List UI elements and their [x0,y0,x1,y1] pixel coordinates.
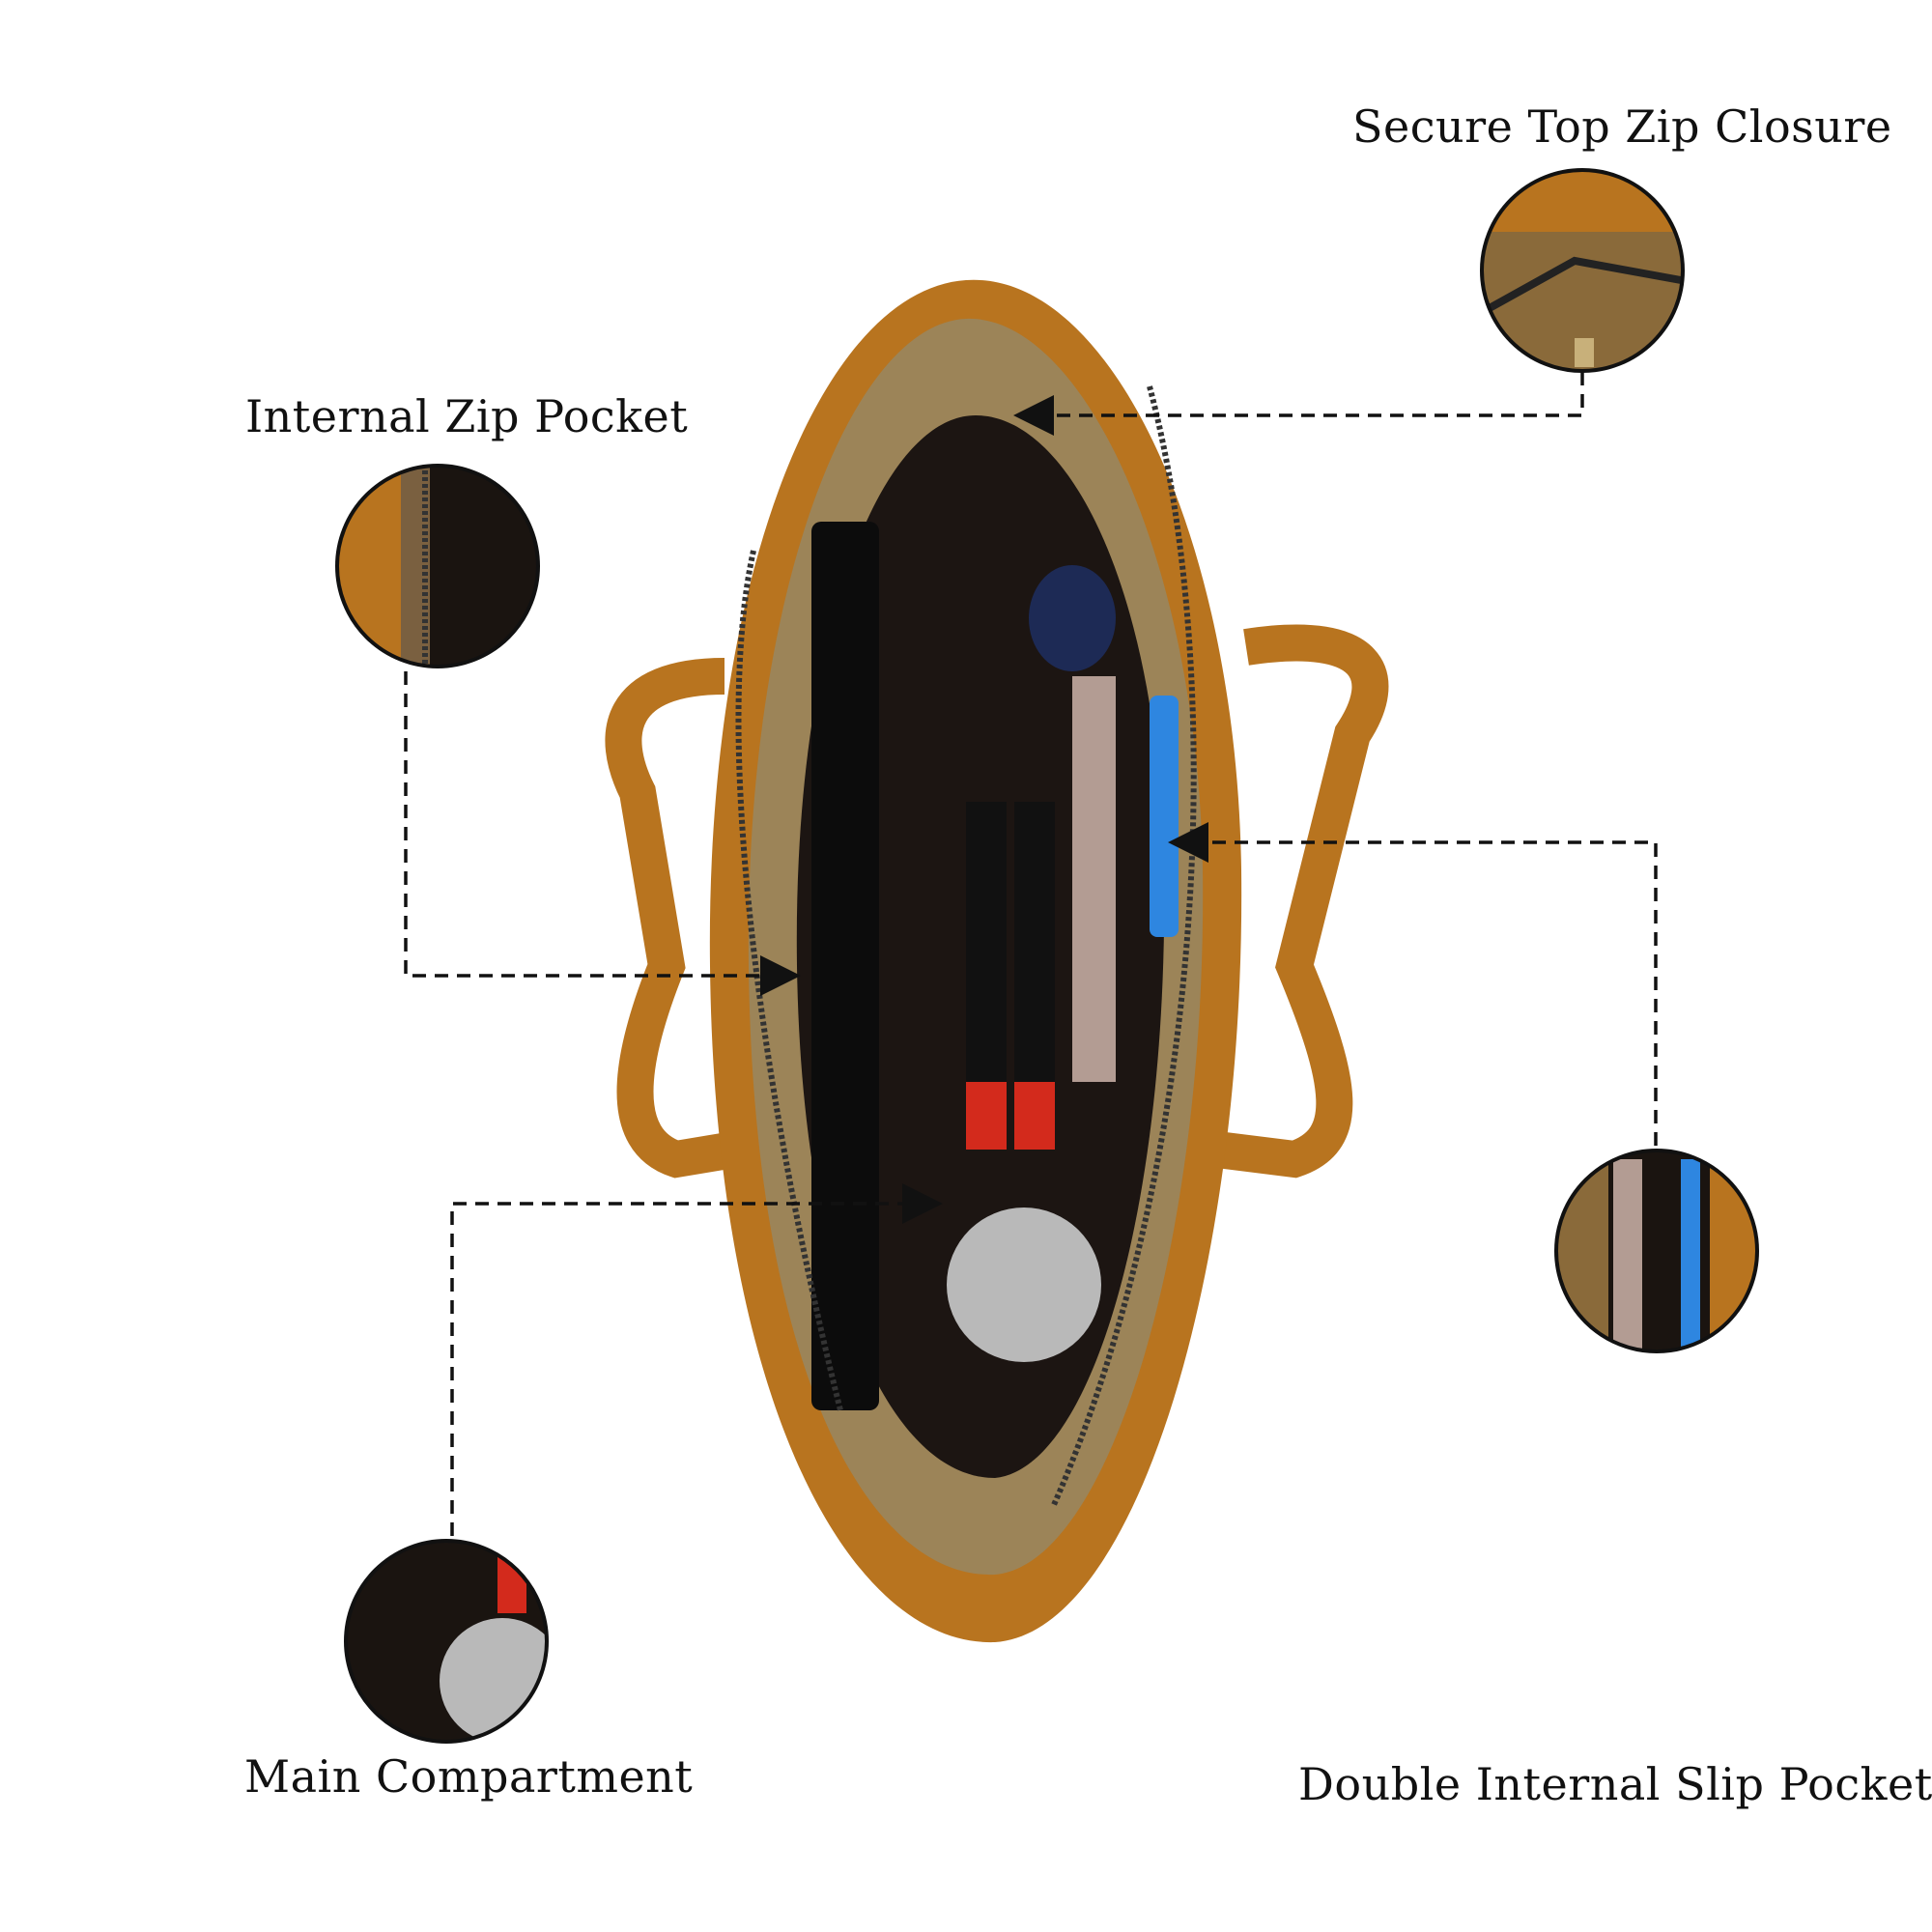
label-main-compartment: Main Compartment [244,1750,694,1803]
connector-slip [1168,822,1658,1146]
label-double-internal-slip-pocket: Double Internal Slip Pocket [1298,1758,1932,1810]
label-secure-top-zip-closure: Secure Top Zip Closure [1352,100,1892,153]
connector-lines [404,372,1658,1536]
connector-main [450,1183,943,1536]
detail-circle-slip-pocket [1556,1151,1757,1351]
connector-internal-zip [404,671,801,996]
bag-body [709,279,1242,1643]
label-internal-zip-pocket: Internal Zip Pocket [245,390,689,442]
detail-circle-internal-zip [337,466,538,667]
handles [605,624,1389,1179]
detail-circle-top-zip [1482,170,1683,371]
